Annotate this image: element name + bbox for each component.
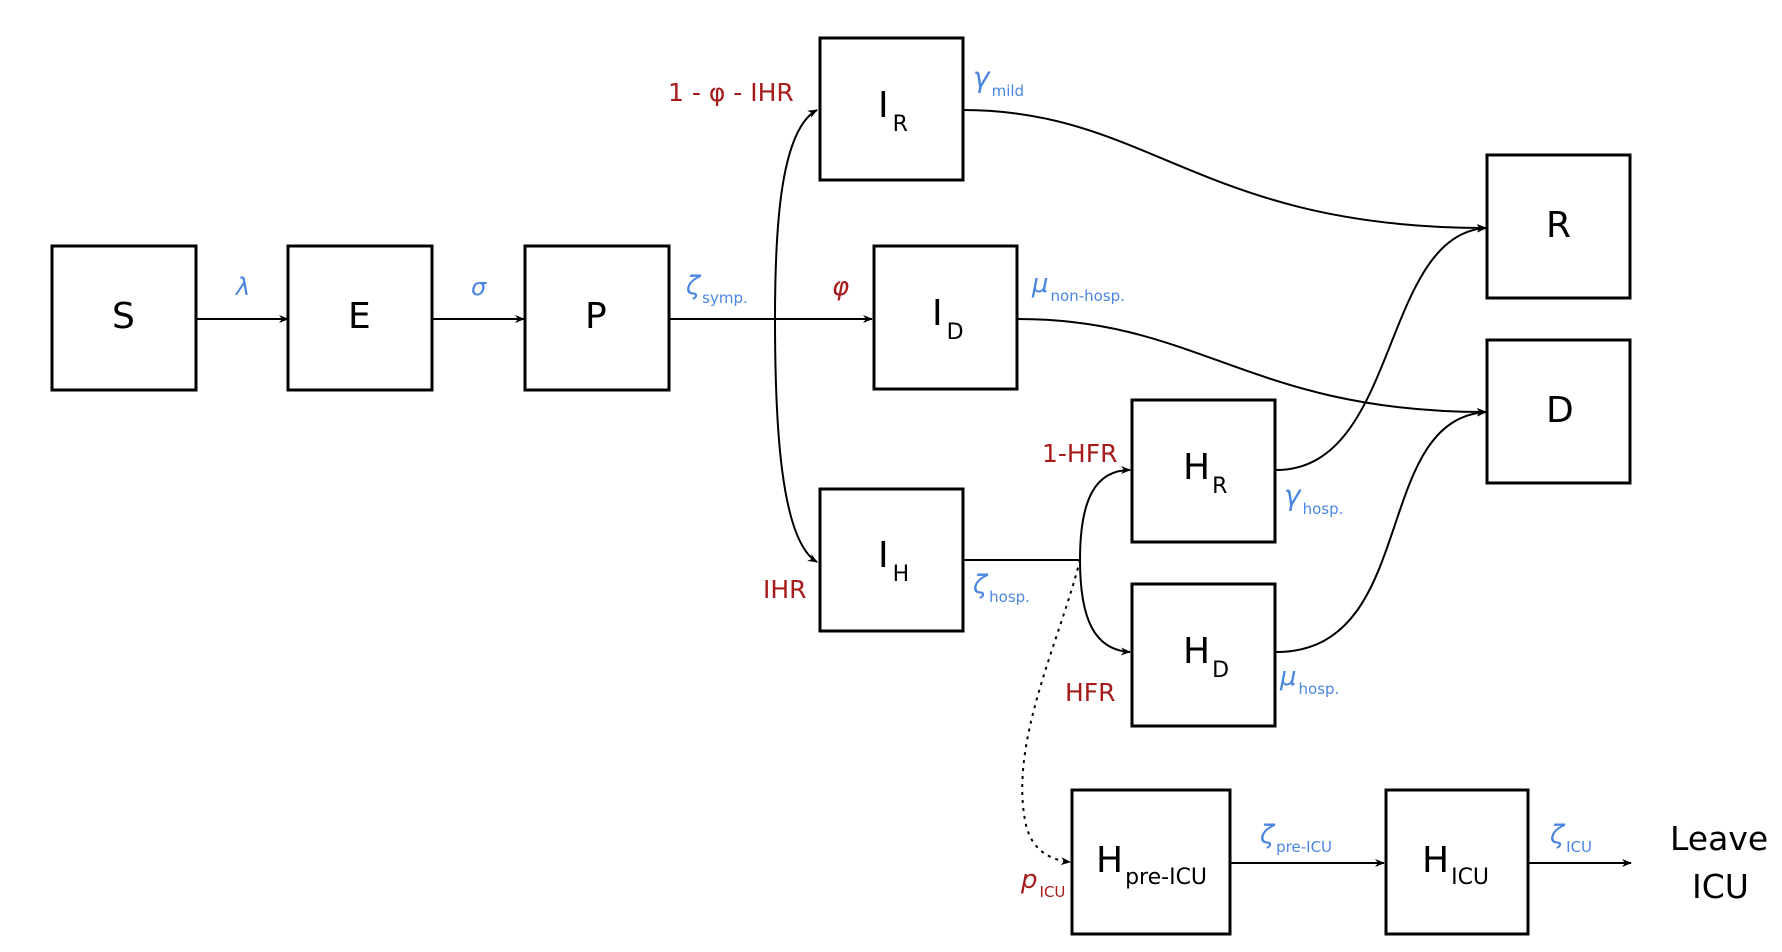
node-hr-label: HR — [1183, 447, 1227, 498]
node-id-main: I — [932, 293, 943, 334]
box-ir — [818, 36, 965, 182]
prob-phi: φ — [832, 272, 850, 302]
node-hd-main: H — [1183, 631, 1211, 672]
rate-zeta-icu-sub: ICU — [1566, 838, 1593, 856]
box-e — [286, 244, 434, 392]
node-ih-sub: H — [892, 562, 910, 587]
rate-lambda: λ — [236, 275, 250, 299]
arrow-ih-to-hr — [1079, 466, 1131, 561]
rate-gamma-mild-sym: γ — [973, 61, 990, 94]
prob-p-icu-sub: ICU — [1039, 883, 1066, 901]
rate-zeta-icu-sym: ζ — [1550, 820, 1565, 850]
rate-zeta-preicu-sym: ζ — [1260, 820, 1275, 850]
node-hr-main: H — [1183, 447, 1211, 488]
rate-gamma-mild-sub: mild — [991, 82, 1025, 100]
node-id-sub: D — [946, 320, 964, 345]
node-r-label: R — [1546, 205, 1572, 246]
rate-gamma-hosp-sub: hosp. — [1302, 500, 1344, 518]
node-hr-sub: R — [1212, 474, 1228, 499]
prob-hfr: HFR — [1065, 678, 1116, 707]
node-ir-main: I — [878, 85, 889, 126]
node-hicu-main: H — [1422, 840, 1450, 881]
node-hpreicu-label: Hpre-ICU — [1096, 840, 1207, 889]
leave-icu-line1: Leave — [1670, 819, 1769, 858]
node-p-label: P — [585, 296, 607, 337]
node-hd-sub: D — [1212, 658, 1230, 683]
node-ih-main: I — [878, 535, 889, 576]
rate-mu-hosp-sub: hosp. — [1298, 680, 1340, 698]
node-hicu-sub: ICU — [1451, 865, 1490, 890]
prob-one-minus-hfr: 1-HFR — [1042, 439, 1118, 468]
box-s — [50, 244, 198, 392]
box-hicu — [1384, 788, 1530, 936]
box-hr — [1130, 398, 1277, 544]
box-id — [872, 244, 1019, 391]
prob-one-minus-phi-ihr: 1 - φ - IHR — [668, 78, 794, 107]
rate-zeta-symp-sym: ζ — [686, 271, 701, 301]
node-hicu-label: HICU — [1422, 840, 1489, 889]
rate-mu-hosp-sym: μ — [1280, 662, 1297, 692]
rate-zeta-preicu-sub: pre-ICU — [1276, 838, 1333, 856]
leave-icu-line2: ICU — [1692, 867, 1749, 906]
rate-gamma-hosp-sym: γ — [1284, 479, 1301, 512]
rate-sigma: σ — [471, 275, 486, 299]
arrow-ih-to-hd — [1079, 559, 1131, 656]
node-hd-label: HD — [1183, 631, 1229, 682]
box-r — [1485, 153, 1632, 300]
node-s-label: S — [112, 296, 135, 337]
node-ir-sub: R — [892, 112, 908, 137]
prob-ihr: IHR — [763, 575, 807, 604]
arrow-hd-to-d — [1275, 408, 1487, 653]
arrow-hr-to-r — [1275, 224, 1487, 471]
arrow-ir-to-r — [962, 109, 1487, 232]
arrow-p-to-ih — [774, 318, 818, 563]
node-d-label: D — [1546, 390, 1574, 431]
node-hpreicu-main: H — [1096, 840, 1124, 881]
box-p — [523, 244, 671, 392]
box-d — [1485, 338, 1632, 485]
box-hpreicu — [1070, 788, 1232, 936]
rate-lambda-sym: λ — [236, 273, 251, 301]
rate-zeta-hosp-sym: ζ — [973, 570, 988, 600]
rate-mu-nonhosp-sym: μ — [1032, 269, 1049, 299]
rate-mu-nonhosp-sub: non-hosp. — [1050, 287, 1125, 305]
arrow-p-to-ir — [774, 109, 818, 320]
node-e-label: E — [348, 296, 371, 337]
box-ih — [818, 487, 965, 633]
node-hpreicu-sub: pre-ICU — [1125, 865, 1208, 890]
prob-p-icu-sym: p — [1021, 865, 1038, 895]
rate-sigma-sym: σ — [471, 273, 487, 301]
arrow-id-to-d — [1017, 318, 1487, 416]
box-hd — [1130, 582, 1277, 728]
rate-zeta-symp-sub: symp. — [702, 289, 748, 307]
rate-zeta-hosp-sub: hosp. — [989, 588, 1030, 606]
